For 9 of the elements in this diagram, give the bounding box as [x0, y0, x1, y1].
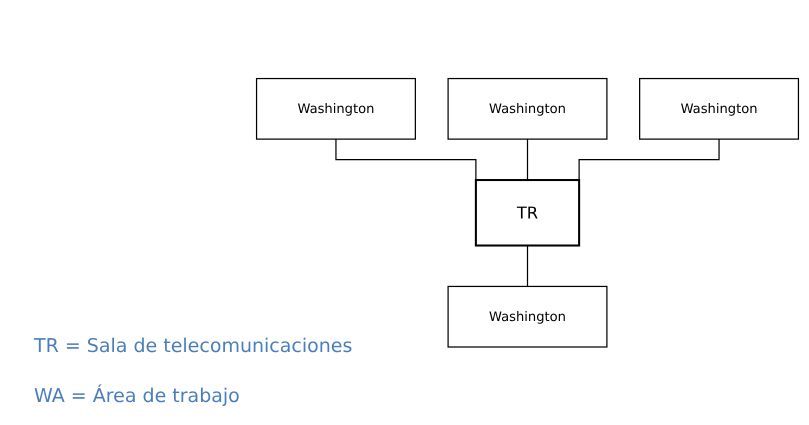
- node-box: Washington: [447, 78, 608, 140]
- connector: [526, 244, 528, 286]
- node-box: Washington: [256, 78, 416, 140]
- node-box: Washington: [639, 78, 800, 140]
- note-text: WA = Área de trabajo: [34, 385, 241, 407]
- connector: [526, 138, 528, 180]
- note-text: TR = Sala de telecomunicaciones: [34, 335, 352, 357]
- node-box: TR: [474, 178, 580, 246]
- node-box: Washington: [447, 286, 608, 348]
